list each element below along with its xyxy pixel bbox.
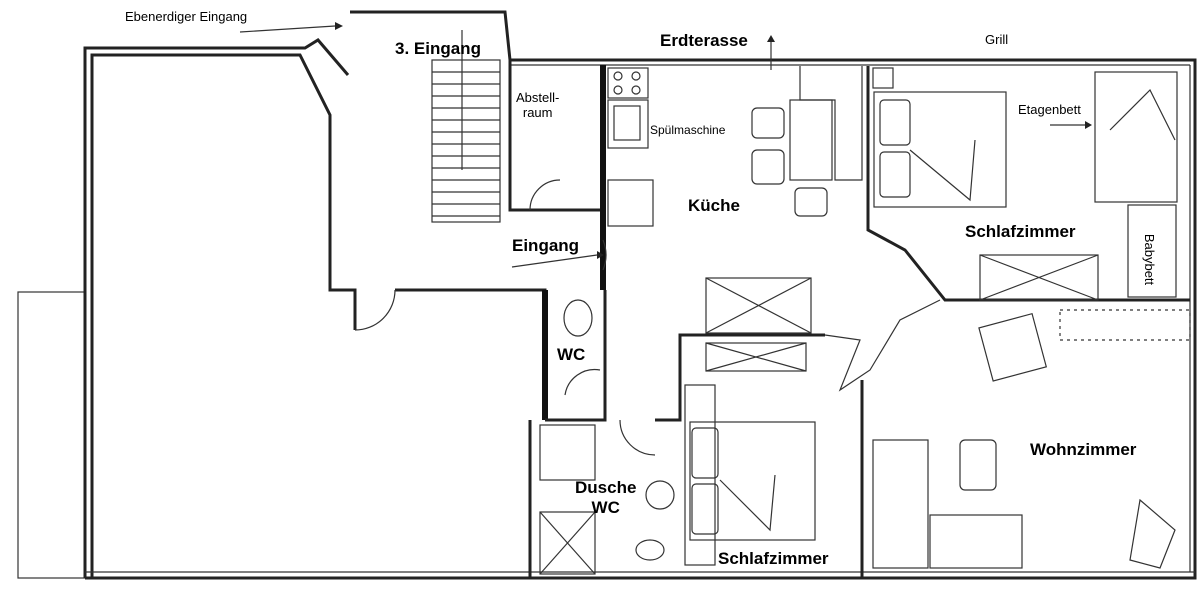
label-dishwasher: Spülmaschine (650, 123, 726, 137)
label-storage: Abstell- raum (516, 90, 559, 120)
bedroom-1-fixtures (866, 66, 1190, 302)
label-bedroom-1: Schlafzimmer (965, 222, 1076, 241)
label-ground-entrance: Ebenerdiger Eingang (125, 9, 248, 24)
label-shower: Dusche WC (575, 478, 636, 518)
label-shower-line1: Dusche (575, 478, 637, 497)
bedroom-2-fixtures (655, 277, 864, 578)
kitchen-fixtures (600, 65, 863, 290)
label-entrance: Eingang (512, 236, 580, 255)
label-shower-line2: WC (591, 498, 620, 517)
living-room-fixtures (824, 299, 1191, 569)
label-grill: Grill (985, 32, 1009, 47)
label-storage-line1: Abstell- (516, 90, 560, 105)
label-bedroom-2: Schlafzimmer (718, 549, 829, 568)
label-storage-line2: raum (522, 105, 553, 120)
label-third-entrance: 3. Eingang (395, 39, 481, 58)
label-wc: WC (557, 345, 586, 364)
outer-walls (17, 10, 1197, 580)
label-baby-bed: Babybett (1142, 233, 1158, 286)
label-kitchen: Küche (688, 196, 740, 215)
label-living-room: Wohnzimmer (1030, 440, 1137, 459)
label-terrace: Erdterasse (660, 31, 748, 50)
label-bunk-bed: Etagenbett (1018, 102, 1081, 117)
bathroom-fixtures (528, 290, 675, 578)
arrows (239, 22, 1092, 268)
